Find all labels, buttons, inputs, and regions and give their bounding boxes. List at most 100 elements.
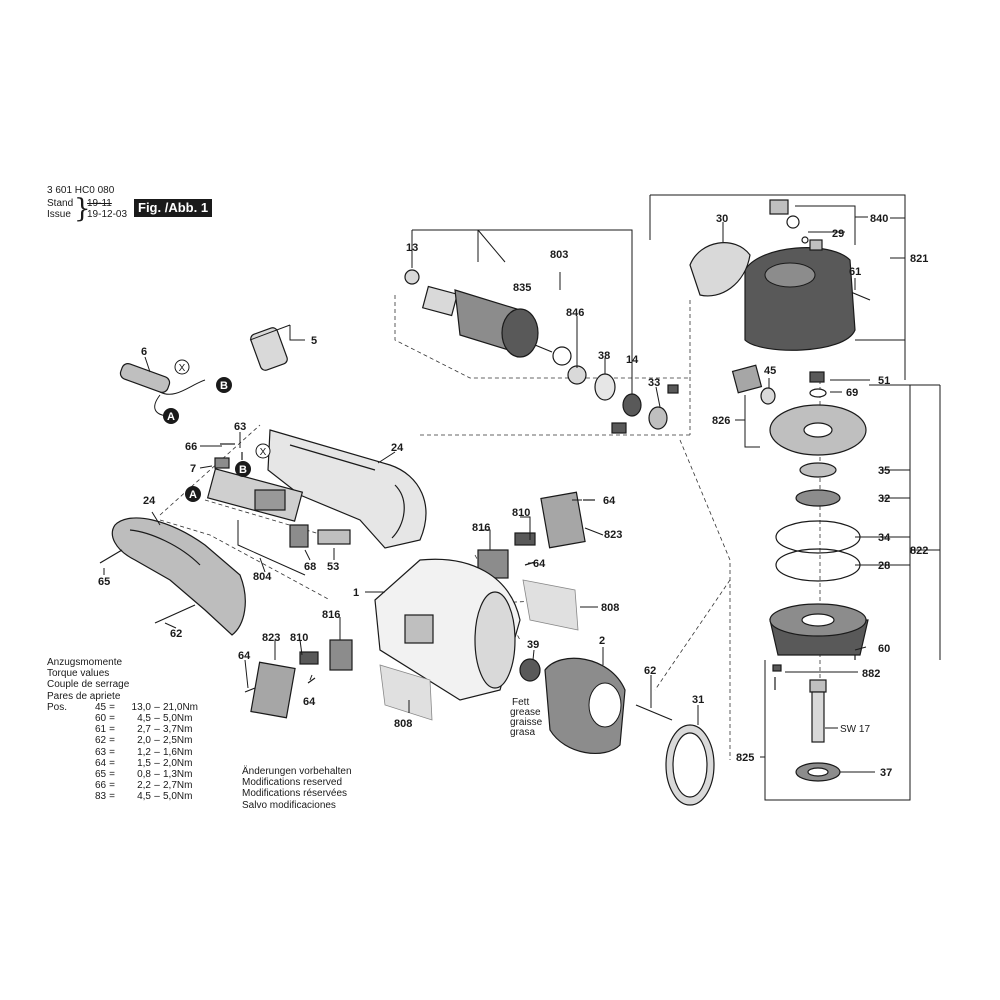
svg-text:X: X (179, 363, 186, 374)
torque-row: 83=4,5–5,0Nm (95, 791, 193, 803)
torque-table: Anzugsmomente Torque values Couple de se… (47, 657, 211, 803)
callout-66: 66 (185, 441, 197, 453)
callout-823-lower: 823 (262, 632, 280, 644)
circle-marker-a-1: A (163, 408, 179, 424)
torque-heading-fr: Couple de serrage (47, 679, 130, 691)
callout-5: 5 (311, 335, 317, 347)
callout-sw17: SW 17 (840, 724, 870, 735)
callout-7: 7 (190, 463, 196, 475)
housing-handle-lower (111, 517, 246, 636)
callout-34: 34 (878, 532, 891, 544)
callout-6: 6 (141, 346, 147, 358)
callout-808-left: 808 (394, 718, 412, 730)
callout-37: 37 (880, 767, 892, 779)
callout-62-left: 62 (170, 628, 182, 640)
grease-en: grease (510, 707, 541, 718)
callout-51: 51 (878, 375, 890, 387)
callout-28: 28 (878, 560, 890, 572)
bracket-825 (764, 660, 911, 801)
callout-823-upper: 823 (604, 529, 622, 541)
torque-heading-es: Pares de apriete (47, 690, 121, 702)
stator-field (519, 657, 626, 754)
callout-821: 821 (910, 253, 928, 265)
callout-65: 65 (98, 576, 110, 588)
svg-text:B: B (220, 380, 228, 392)
grease-es: grasa (510, 727, 535, 738)
circle-marker-x-2: X (255, 443, 271, 459)
callout-816-upper: 816 (472, 522, 490, 534)
callout-822: 822 (910, 545, 928, 557)
callout-32: 32 (878, 493, 890, 505)
callout-846: 846 (566, 307, 584, 319)
callout-882: 882 (862, 668, 880, 680)
callout-35: 35 (878, 465, 890, 477)
bracket-804 (237, 520, 306, 576)
callout-810-lower: 810 (290, 632, 308, 644)
armature-bearings (552, 346, 679, 434)
callout-39: 39 (527, 639, 539, 651)
torque-row: Pos.45=13,0–21,0Nm (47, 701, 199, 713)
callout-1: 1 (353, 587, 359, 599)
svg-text:A: A (167, 411, 175, 423)
callout-29: 29 (832, 228, 844, 240)
callout-835: 835 (513, 282, 531, 294)
notice-fr: Modifications réservées (242, 788, 348, 800)
callout-64-left: 64 (238, 650, 251, 662)
callout-804: 804 (253, 571, 272, 583)
callout-808-right: 808 (601, 602, 619, 614)
housing-handle-upper (267, 429, 427, 549)
torque-row: 60=4,5–5,0Nm (95, 713, 193, 725)
callout-63: 63 (234, 421, 246, 433)
grease-fr: graisse (510, 717, 543, 728)
callout-38: 38 (598, 350, 610, 362)
circle-marker-a-2: A (185, 486, 201, 502)
document-number: 3 601 HC0 080 (47, 185, 115, 196)
armature (404, 269, 553, 358)
callout-64-lower: 64 (303, 696, 316, 708)
torque-row: 63=1,2–1,6Nm (95, 746, 193, 758)
label-sheets (379, 579, 579, 721)
notice-es: Salvo modificaciones (242, 799, 336, 811)
old-date: 19-11 (87, 198, 112, 209)
callout-2: 2 (599, 635, 605, 647)
torque-heading-en: Torque values (47, 668, 110, 680)
callout-69: 69 (846, 387, 858, 399)
svg-text:B: B (239, 464, 247, 476)
callout-30: 30 (716, 213, 728, 225)
callout-825: 825 (736, 752, 754, 764)
grease-de: Fett (512, 697, 529, 708)
leader-lines (103, 216, 940, 773)
spindle-stack (769, 462, 869, 782)
torque-row: 66=2,2–2,7Nm (95, 780, 193, 792)
notice-en: Modifications reserved (242, 777, 343, 789)
circle-marker-b-2: B (235, 461, 251, 477)
gear-head-housing (689, 199, 856, 351)
torque-row: 62=2,0–2,5Nm (95, 735, 193, 747)
motor-housing (374, 558, 521, 701)
notice-de: Änderungen vorbehalten (242, 766, 352, 777)
callout-60: 60 (878, 643, 890, 655)
bracket-826 (735, 395, 760, 448)
torque-row: 65=0,8–1,3Nm (95, 769, 193, 781)
callout-840: 840 (870, 213, 888, 225)
bracket-822 (855, 384, 941, 775)
callout-803: 803 (550, 249, 568, 261)
callout-826: 826 (712, 415, 730, 427)
issue-label: Issue (47, 209, 71, 220)
modifications-notice: Änderungen vorbehalten Modifications res… (242, 766, 352, 811)
power-cable (82, 312, 288, 417)
callout-45: 45 (764, 365, 776, 377)
callout-14: 14 (626, 354, 639, 366)
callout-810-upper: 810 (512, 507, 530, 519)
switch-electronics (206, 457, 351, 548)
svg-text:A: A (189, 489, 197, 501)
brush-holders (250, 491, 586, 719)
torque-heading-de: Anzugsmomente (47, 657, 123, 668)
callout-64-mid: 64 (533, 558, 546, 570)
callout-61: 61 (849, 266, 861, 278)
bracket-840 (795, 205, 856, 245)
svg-text:X: X (260, 447, 267, 458)
figure-title: Fig. /Abb. 1 (134, 199, 213, 217)
